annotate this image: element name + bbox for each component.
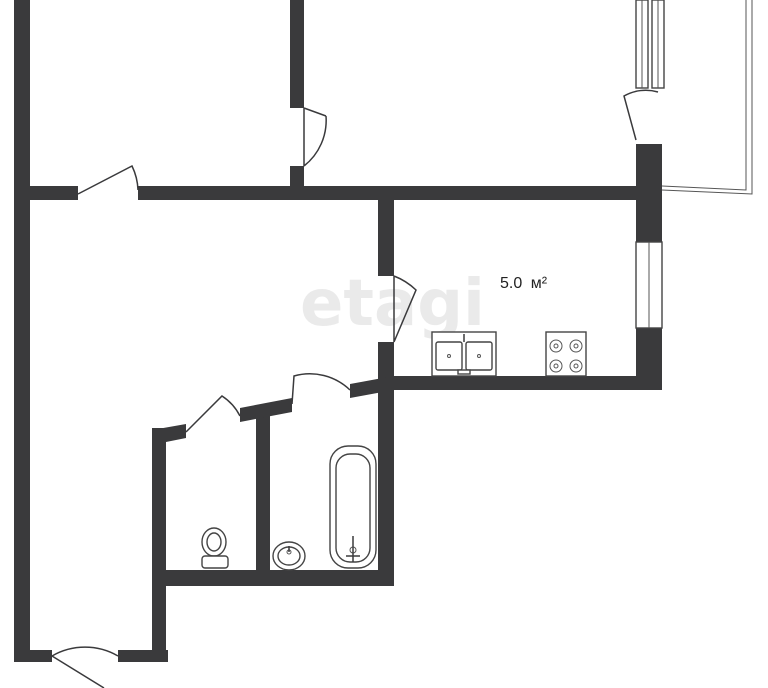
door-bathroom (291, 373, 351, 405)
watermark-logo: etagi (300, 267, 485, 341)
bathtub (329, 445, 377, 569)
walls (14, 0, 662, 662)
doors (51, 89, 659, 688)
wall-room-divider-top (290, 0, 304, 108)
wall-toilet-top-right (240, 398, 292, 422)
wall-hall-top-right (138, 186, 662, 200)
door-kitchen (393, 275, 417, 343)
windows (635, 0, 753, 329)
fixtures (201, 331, 587, 571)
room-area-unit: м² (531, 275, 548, 292)
door-balcony (623, 89, 659, 141)
wall-toilet-top-left (152, 424, 186, 442)
kitchen-sink (431, 331, 497, 377)
wall-bathroom-right (378, 390, 394, 586)
wall-toilet-bath-divider (256, 412, 270, 578)
wall-bottom-left (14, 650, 52, 662)
wall-pillar-right-top (636, 144, 662, 242)
door-room-left (77, 164, 139, 195)
wall-room-divider-bottom (290, 166, 304, 188)
door-entrance (51, 646, 119, 688)
kitchen-stove (545, 331, 587, 377)
wall-bath-top-right (350, 376, 394, 398)
wall-hall-top-left (14, 186, 78, 200)
door-toilet (185, 395, 241, 433)
toilet (201, 527, 229, 569)
balcony-outline (661, 0, 753, 195)
wall-kitchen-left-upper (378, 200, 394, 276)
wall-corridor-right (152, 428, 166, 662)
room-area-value: 5.0 (500, 275, 522, 292)
door-room-right (303, 108, 327, 167)
wall-kitchen-bottom (378, 376, 662, 390)
washbasin (272, 541, 306, 571)
wall-left-exterior (14, 0, 30, 660)
wall-bath-bottom (152, 570, 394, 586)
room-area-kitchen: 5.0 м² (500, 275, 548, 292)
